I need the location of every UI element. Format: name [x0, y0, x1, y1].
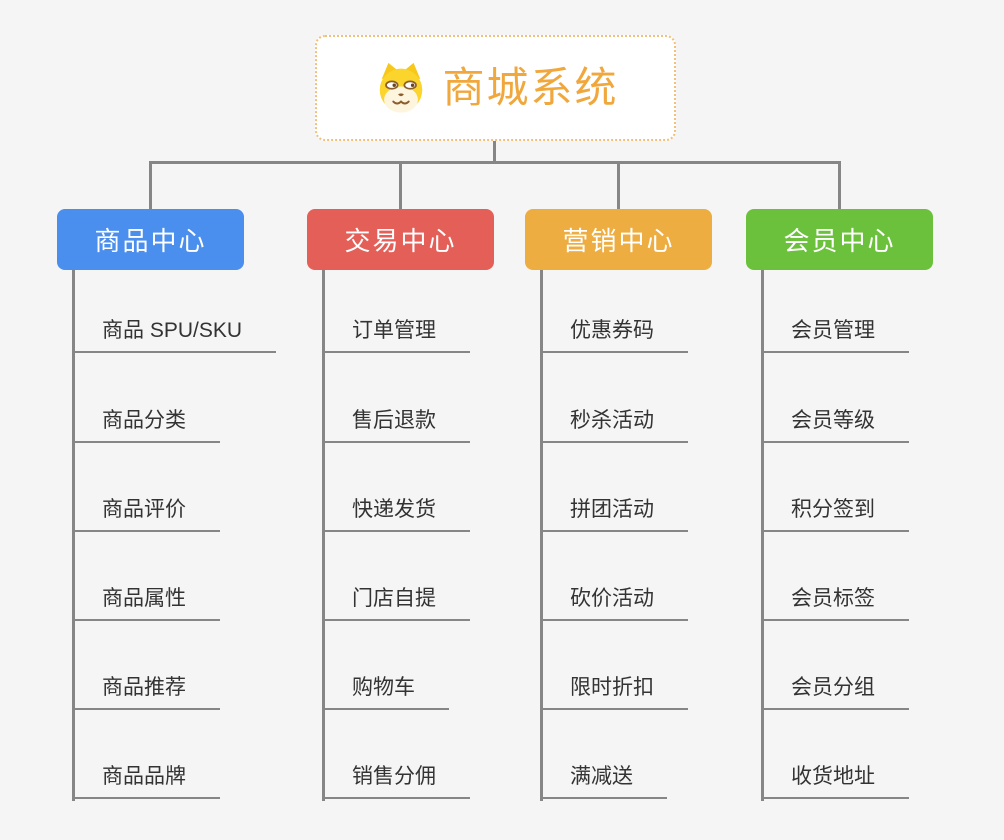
- root-node[interactable]: 商城系统: [315, 35, 676, 141]
- child-node[interactable]: 购物车: [322, 668, 449, 710]
- child-node[interactable]: 商品推荐: [72, 668, 220, 710]
- branch-node[interactable]: 商品中心: [57, 209, 244, 270]
- child-node[interactable]: 满减送: [540, 757, 667, 799]
- child-node[interactable]: 拼团活动: [540, 490, 688, 532]
- child-node[interactable]: 商品 SPU/SKU: [72, 311, 277, 353]
- branch-drop-line: [149, 161, 152, 210]
- branch-node[interactable]: 交易中心: [307, 209, 494, 270]
- child-node[interactable]: 快递发货: [322, 490, 470, 532]
- branch-trunk-line: [540, 270, 543, 801]
- branch-trunk-line: [72, 270, 75, 801]
- child-node[interactable]: 商品评价: [72, 490, 220, 532]
- child-node[interactable]: 门店自提: [322, 579, 470, 621]
- child-node[interactable]: 售后退款: [322, 401, 470, 443]
- branch-node[interactable]: 营销中心: [525, 209, 712, 270]
- branch-bus-line: [149, 161, 841, 164]
- child-node[interactable]: 砍价活动: [540, 579, 688, 621]
- child-node[interactable]: 会员标签: [761, 579, 909, 621]
- branch-drop-line: [399, 161, 402, 210]
- child-node[interactable]: 订单管理: [322, 311, 470, 353]
- child-node[interactable]: 销售分佣: [322, 757, 470, 799]
- child-node[interactable]: 商品属性: [72, 579, 220, 621]
- child-node[interactable]: 商品分类: [72, 401, 220, 443]
- child-node[interactable]: 收货地址: [761, 757, 909, 799]
- child-node[interactable]: 商品品牌: [72, 757, 220, 799]
- child-node[interactable]: 会员分组: [761, 668, 909, 710]
- branch-trunk-line: [761, 270, 764, 801]
- branch-drop-line: [617, 161, 620, 210]
- root-trunk-line: [493, 141, 496, 163]
- child-node[interactable]: 秒杀活动: [540, 401, 688, 443]
- child-node[interactable]: 限时折扣: [540, 668, 688, 710]
- child-node[interactable]: 会员等级: [761, 401, 909, 443]
- child-node[interactable]: 优惠券码: [540, 311, 688, 353]
- branch-trunk-line: [322, 270, 325, 801]
- dog-face-icon: [380, 62, 423, 113]
- branch-drop-line: [838, 161, 841, 210]
- root-title: 商城系统: [442, 64, 619, 111]
- child-node[interactable]: 会员管理: [761, 311, 909, 353]
- branch-node[interactable]: 会员中心: [746, 209, 933, 270]
- child-node[interactable]: 积分签到: [761, 490, 909, 532]
